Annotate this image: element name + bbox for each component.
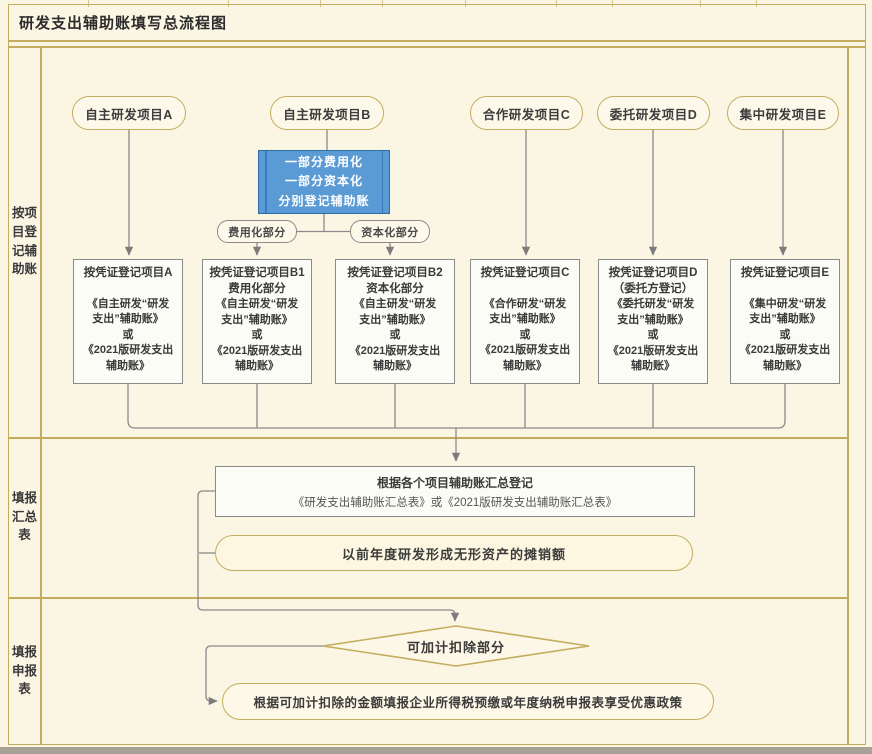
- detail-box-c-body: 《合作研发“研发 支出”辅助账》 或 《2021版研发支出 辅助账》: [479, 297, 571, 372]
- top-tick: [756, 0, 757, 7]
- detail-box-e-subtitle: [731, 282, 839, 297]
- bottom-edge-strip: [0, 747, 872, 754]
- top-tick: [88, 0, 89, 7]
- detail-box-d-body: 《委托研发“研发 支出”辅助账》 或 《2021版研发支出 辅助账》: [607, 298, 699, 373]
- detail-box-e-body: 《集中研发“研发 支出”辅助账》 或 《2021版研发支出 辅助账》: [739, 297, 831, 372]
- title-divider-line-1: [8, 40, 866, 42]
- detail-box-c-subtitle: [471, 282, 579, 297]
- top-tick: [228, 0, 229, 7]
- top-tick: [382, 0, 383, 7]
- summary-box-heading: 根据各个项目辅助账汇总登记: [376, 475, 533, 490]
- detail-box-c: 按凭证登记项目C 《合作研发“研发 支出”辅助账》 或 《2021版研发支出 辅…: [470, 259, 580, 384]
- sidebar-section-register: 按项目登记辅助账: [9, 46, 40, 437]
- detail-box-b1-body: 《自主研发“研发 支出”辅助账》 或 《2021版研发支出 辅助账》: [211, 298, 303, 373]
- branch-label-expense: 费用化部分: [217, 220, 297, 243]
- node-project-a: 自主研发项目A: [72, 96, 186, 130]
- detail-box-d-subtitle: （委托方登记）: [612, 282, 694, 295]
- detail-box-a-body: 《自主研发“研发 支出”辅助账》 或 《2021版研发支出 辅助账》: [82, 297, 174, 372]
- summary-box-detail: 《研发支出辅助账汇总表》或《2021版研发支出辅助账汇总表》: [292, 496, 618, 509]
- node-project-d-label: 委托研发项目D: [609, 107, 698, 122]
- branch-label-capital: 资本化部分: [350, 220, 430, 243]
- final-node: 根据可加计扣除的金额填报企业所得税预缴或年度纳税申报表享受优惠政策: [222, 683, 714, 720]
- title-bar: 研发支出辅助账填写总流程图: [9, 5, 865, 40]
- detail-box-b2-subtitle: 资本化部分: [366, 282, 424, 295]
- branch-label-expense-text: 费用化部分: [228, 226, 286, 239]
- top-tick: [465, 0, 466, 7]
- detail-box-e: 按凭证登记项目E 《集中研发“研发 支出”辅助账》 或 《2021版研发支出 辅…: [730, 259, 840, 384]
- node-project-c: 合作研发项目C: [470, 96, 583, 130]
- top-tick: [700, 0, 701, 7]
- detail-box-c-title: 按凭证登记项目C: [480, 267, 570, 279]
- detail-box-b2: 按凭证登记项目B2 资本化部分 《自主研发“研发 支出”辅助账》 或 《2021…: [335, 259, 455, 384]
- node-project-b-label: 自主研发项目B: [283, 107, 371, 122]
- detail-box-b1-title: 按凭证登记项目B1: [209, 267, 305, 279]
- title-divider-line-2: [8, 46, 866, 48]
- section-divider-1: [8, 437, 847, 439]
- sidebar-border-line: [40, 46, 42, 745]
- node-project-c-label: 合作研发项目C: [482, 107, 571, 122]
- sidebar-label-summary: 填报汇总表: [11, 490, 37, 543]
- node-project-b: 自主研发项目B: [270, 96, 384, 130]
- sidebar-section-summary: 填报汇总表: [9, 437, 40, 597]
- decision-diamond-label: 可加计扣除部分: [406, 639, 505, 655]
- top-tick: [612, 0, 613, 7]
- node-project-e-label: 集中研发项目E: [739, 107, 827, 122]
- decision-diamond: 可加计扣除部分: [321, 624, 591, 668]
- sidebar-label-declare: 填报申报表: [11, 644, 37, 697]
- node-project-d: 委托研发项目D: [597, 96, 710, 130]
- top-tick: [320, 0, 321, 7]
- sidebar-section-declare: 填报申报表: [9, 597, 40, 745]
- amortization-node: 以前年度研发形成无形资产的摊销额: [215, 535, 693, 571]
- outer-border: [8, 4, 866, 745]
- detail-box-a-title: 按凭证登记项目A: [83, 267, 173, 279]
- section-divider-2: [8, 597, 847, 599]
- detail-box-a: 按凭证登记项目A 《自主研发“研发 支出”辅助账》 或 《2021版研发支出 辅…: [73, 259, 183, 384]
- detail-box-b2-body: 《自主研发“研发 支出”辅助账》 或 《2021版研发支出 辅助账》: [349, 298, 441, 373]
- detail-box-b1-subtitle: 费用化部分: [228, 282, 286, 295]
- detail-box-d-title: 按凭证登记项目D: [608, 267, 698, 279]
- top-tick: [556, 0, 557, 7]
- amortization-node-label: 以前年度研发形成无形资产的摊销额: [341, 546, 566, 562]
- node-project-a-label: 自主研发项目A: [85, 107, 173, 122]
- inner-right-border-line: [847, 46, 849, 745]
- detail-box-b1: 按凭证登记项目B1 费用化部分 《自主研发“研发 支出”辅助账》 或 《2021…: [202, 259, 312, 384]
- detail-box-a-subtitle: [74, 282, 182, 297]
- node-split-note: 一部分费用化 一部分资本化 分别登记辅助账: [258, 150, 390, 214]
- detail-box-d: 按凭证登记项目D （委托方登记） 《委托研发“研发 支出”辅助账》 或 《202…: [598, 259, 708, 384]
- page-title: 研发支出辅助账填写总流程图: [19, 15, 228, 32]
- node-split-note-text: 一部分费用化 一部分资本化 分别登记辅助账: [278, 155, 370, 208]
- detail-box-b2-title: 按凭证登记项目B2: [347, 267, 443, 279]
- node-project-e: 集中研发项目E: [727, 96, 839, 130]
- sidebar-label-register: 按项目登记辅助账: [11, 206, 37, 277]
- diamond-shape: [322, 625, 590, 667]
- summary-box: 根据各个项目辅助账汇总登记 《研发支出辅助账汇总表》或《2021版研发支出辅助账…: [215, 466, 695, 517]
- final-node-label: 根据可加计扣除的金额填报企业所得税预缴或年度纳税申报表享受优惠政策: [253, 696, 683, 710]
- branch-label-capital-text: 资本化部分: [361, 226, 419, 239]
- detail-box-e-title: 按凭证登记项目E: [740, 267, 830, 279]
